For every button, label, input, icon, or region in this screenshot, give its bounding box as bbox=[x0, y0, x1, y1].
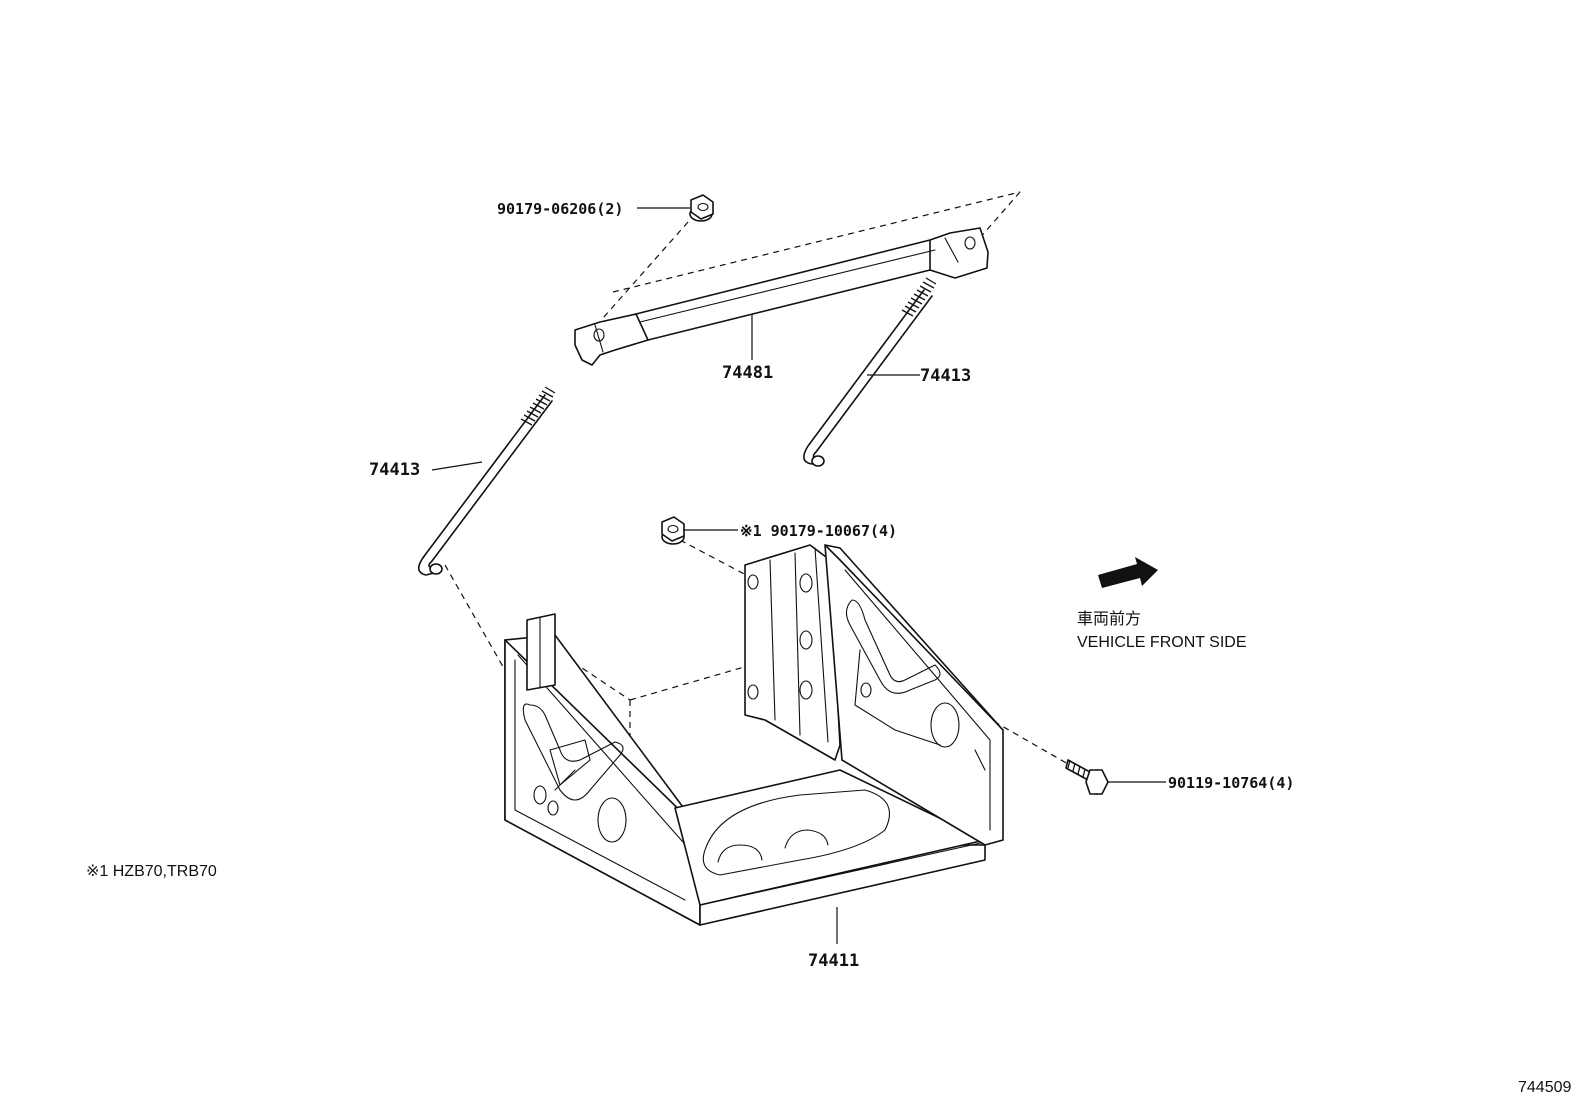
label-rod-left: 74413 bbox=[369, 460, 420, 480]
label-rod-right: 74413 bbox=[920, 366, 971, 386]
flange-nut-mid[interactable] bbox=[661, 516, 685, 545]
label-nut-mid: ※1 90179-10067(4) bbox=[740, 522, 897, 540]
thread-right bbox=[901, 277, 937, 317]
label-nut-top: 90179-06206(2) bbox=[497, 200, 623, 218]
label-carrier: 74411 bbox=[808, 951, 859, 971]
hook-rod-left[interactable] bbox=[417, 386, 556, 576]
flange-nut-top[interactable] bbox=[689, 194, 714, 222]
bolt-thread bbox=[1067, 759, 1086, 778]
arrow-right-up-icon bbox=[1098, 557, 1158, 588]
hook-rod-right[interactable] bbox=[803, 277, 937, 467]
battery-carrier[interactable] bbox=[504, 544, 1004, 926]
direction-jp: 車両前方 bbox=[1077, 610, 1141, 628]
label-clamp: 74481 bbox=[722, 363, 773, 383]
thread-left bbox=[520, 386, 556, 426]
flange-bolt[interactable] bbox=[1065, 759, 1109, 795]
label-bolt: 90119-10764(4) bbox=[1168, 774, 1294, 792]
leader-lines bbox=[431, 207, 1166, 944]
footnote: ※1 HZB70,TRB70 bbox=[86, 863, 217, 880]
battery-clamp[interactable] bbox=[574, 227, 989, 366]
direction-en: VEHICLE FRONT SIDE bbox=[1077, 634, 1247, 651]
figure-id: 744509 bbox=[1518, 1079, 1571, 1096]
